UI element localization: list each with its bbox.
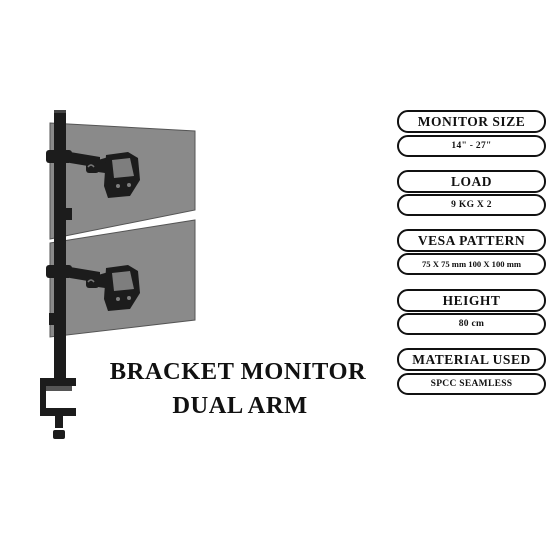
spec-label-vesa-pattern: VESA PATTERN xyxy=(397,229,546,252)
spec-value-height: 80 cm xyxy=(397,313,546,335)
support-pole xyxy=(54,110,66,382)
upper-arm-mount xyxy=(46,150,140,198)
spec-value-material-used: SPCC SEAMLESS xyxy=(397,373,546,395)
spec-label-material-used: MATERIAL USED xyxy=(397,348,546,371)
spec-value-vesa-pattern: 75 X 75 mm 100 X 100 mm xyxy=(397,253,546,275)
spec-label-height: HEIGHT xyxy=(397,289,546,312)
spec-label-load: LOAD xyxy=(397,170,546,193)
product-title-line-1: BRACKET MONITOR xyxy=(109,358,367,385)
spec-value-monitor-size: 14" - 27" xyxy=(397,135,546,157)
cable-clip-lower xyxy=(49,313,55,325)
spec-label-monitor-size: MONITOR SIZE xyxy=(397,110,546,133)
spec-value-load: 9 KG X 2 xyxy=(397,194,546,216)
lower-arm-mount xyxy=(46,265,140,311)
desk-clamp xyxy=(40,378,76,439)
product-title-line-2: DUAL ARM xyxy=(172,392,308,419)
cable-clip-upper xyxy=(66,208,72,220)
